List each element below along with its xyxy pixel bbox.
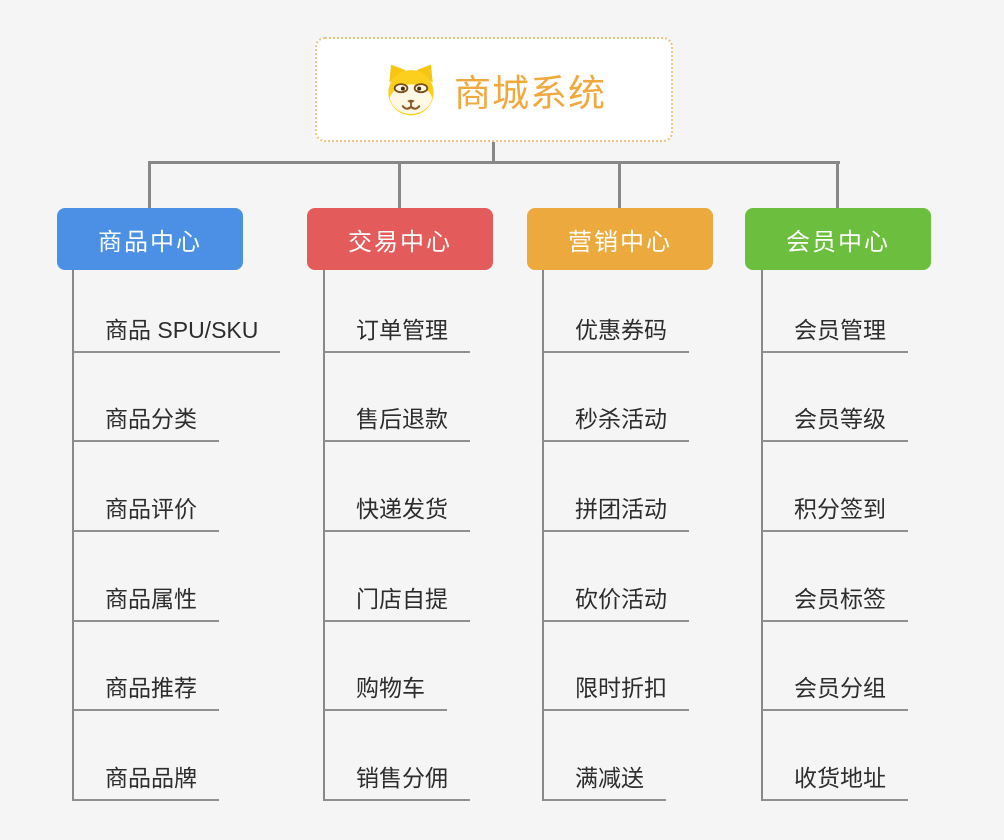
branch-box-product-center[interactable]: 商品中心 (57, 208, 243, 270)
leaf-node[interactable]: 商品分类 (73, 405, 219, 442)
connector-drop-2 (398, 161, 401, 208)
root-node-label: 商城系统 (454, 72, 606, 114)
branch-box-marketing-center[interactable]: 营销中心 (527, 208, 713, 270)
leaf-node[interactable]: 限时折扣 (543, 674, 689, 711)
leaf-node[interactable]: 快递发货 (324, 495, 470, 532)
trunk-line-marketing-center (542, 270, 544, 801)
leaf-node[interactable]: 秒杀活动 (543, 405, 689, 442)
leaf-node[interactable]: 门店自提 (324, 585, 470, 622)
branch-box-member-center[interactable]: 会员中心 (745, 208, 931, 270)
leaf-node[interactable]: 商品品牌 (73, 764, 219, 801)
leaf-node[interactable]: 拼团活动 (543, 495, 689, 532)
leaf-node[interactable]: 收货地址 (762, 764, 908, 801)
branch-box-trade-center[interactable]: 交易中心 (307, 208, 493, 270)
leaf-node[interactable]: 售后退款 (324, 405, 470, 442)
leaf-node[interactable]: 积分签到 (762, 495, 908, 532)
connector-bus (148, 161, 840, 164)
leaf-node[interactable]: 商品 SPU/SKU (73, 316, 281, 353)
leaf-node[interactable]: 销售分佣 (324, 764, 470, 801)
leaf-node[interactable]: 商品评价 (73, 495, 219, 532)
connector-root-drop (492, 142, 495, 164)
connector-drop-3 (618, 161, 621, 208)
leaf-node[interactable]: 商品属性 (73, 585, 219, 622)
trunk-line-member-center (761, 270, 763, 801)
leaf-node[interactable]: 优惠券码 (543, 316, 689, 353)
connector-drop-4 (836, 161, 839, 208)
leaf-node[interactable]: 会员等级 (762, 405, 908, 442)
shiba-dog-icon (388, 64, 434, 115)
leaf-node[interactable]: 会员标签 (762, 585, 908, 622)
root-node-mall-system[interactable]: 商城系统 (315, 37, 673, 142)
trunk-line-trade-center (323, 270, 325, 801)
leaf-node[interactable]: 订单管理 (324, 316, 470, 353)
leaf-node[interactable]: 会员分组 (762, 674, 908, 711)
leaf-node[interactable]: 会员管理 (762, 316, 908, 353)
trunk-line-product-center (72, 270, 74, 801)
connector-drop-1 (148, 161, 151, 208)
leaf-node[interactable]: 满减送 (543, 764, 666, 801)
leaf-node[interactable]: 砍价活动 (543, 585, 689, 622)
leaf-node[interactable]: 购物车 (324, 674, 447, 711)
leaf-node[interactable]: 商品推荐 (73, 674, 219, 711)
